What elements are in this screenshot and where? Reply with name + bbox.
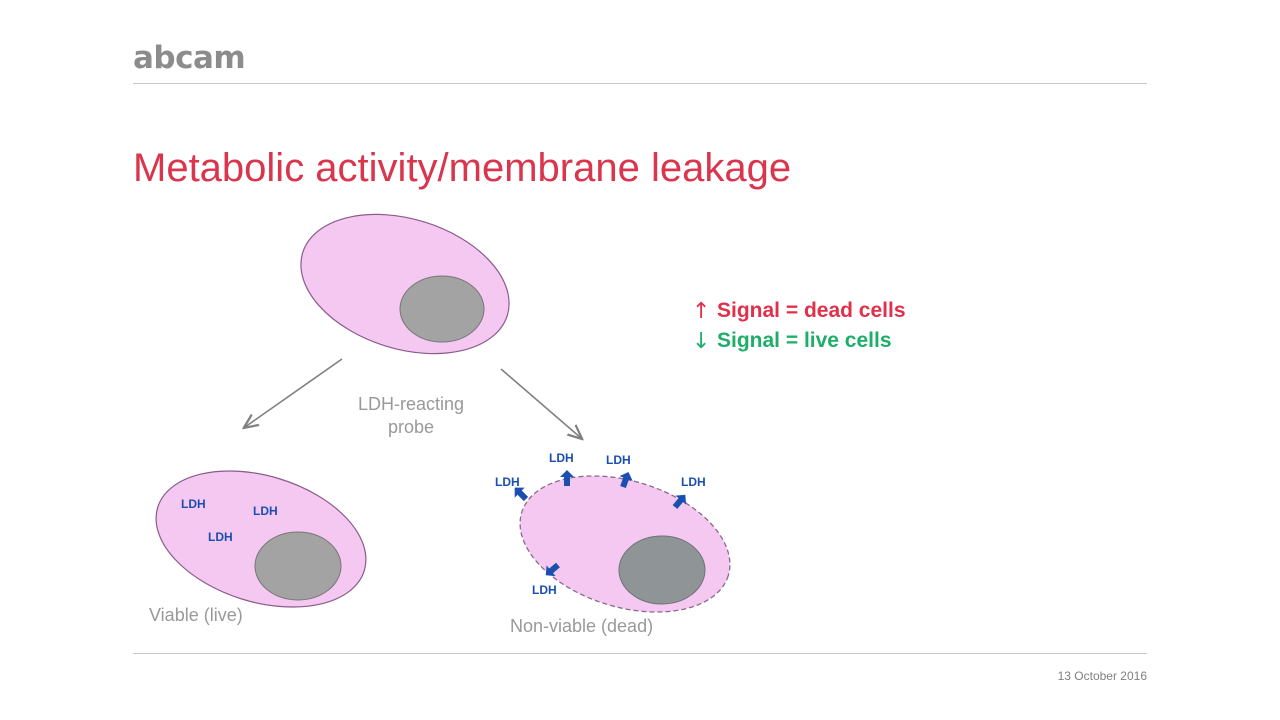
probe-label-line2: probe (388, 417, 434, 437)
live-cell: LDH LDH LDH (155, 470, 367, 608)
ldh-leak-arrow-1 (514, 487, 529, 502)
initial-cell (300, 213, 510, 355)
ldh-leak-arrow-4 (672, 494, 687, 509)
slide-title: Metabolic activity/membrane leakage (133, 146, 792, 190)
header-divider (133, 83, 1147, 84)
down-arrow-icon: ↓ (692, 328, 711, 354)
ldh-leak-arrow-2 (560, 470, 574, 486)
initial-cell-nucleus (399, 275, 485, 343)
footer-divider (133, 653, 1147, 654)
live-cell-label: Viable (live) (149, 605, 243, 625)
probe-label-line1: LDH-reacting (358, 394, 464, 414)
legend-live-cells: ↓ Signal = live cells (692, 326, 906, 356)
slide-date: 13 October 2016 (1057, 669, 1147, 683)
dead-ldh-label-4: LDH (681, 475, 706, 489)
dead-ldh-label-1: LDH (495, 475, 520, 489)
legend-live-text: Signal = live cells (717, 329, 892, 352)
live-ldh-label-2: LDH (253, 504, 278, 518)
dead-ldh-label-2: LDH (549, 451, 574, 465)
dead-cell-label: Non-viable (dead) (510, 616, 653, 636)
legend-dead-cells: ↑ Signal = dead cells (692, 296, 906, 326)
arrow-to-dead-cell (500, 368, 581, 438)
up-arrow-icon: ↑ (692, 298, 711, 324)
live-cell-nucleus (254, 531, 342, 601)
dead-ldh-label-5: LDH (532, 583, 557, 597)
dead-ldh-label-3: LDH (606, 453, 631, 467)
ldh-leak-arrow-5 (545, 562, 560, 577)
arrow-to-live-cell (245, 358, 343, 427)
dead-cell: LDH LDH LDH LDH LDH (495, 451, 731, 613)
abcam-logo: abcam (133, 40, 246, 76)
signal-legend: ↑ Signal = dead cells ↓ Signal = live ce… (692, 296, 906, 356)
ldh-leak-arrow-3 (619, 471, 633, 489)
live-ldh-label-1: LDH (181, 497, 206, 511)
live-ldh-label-3: LDH (208, 530, 233, 544)
dead-cell-nucleus (618, 535, 706, 605)
legend-dead-text: Signal = dead cells (717, 299, 906, 322)
